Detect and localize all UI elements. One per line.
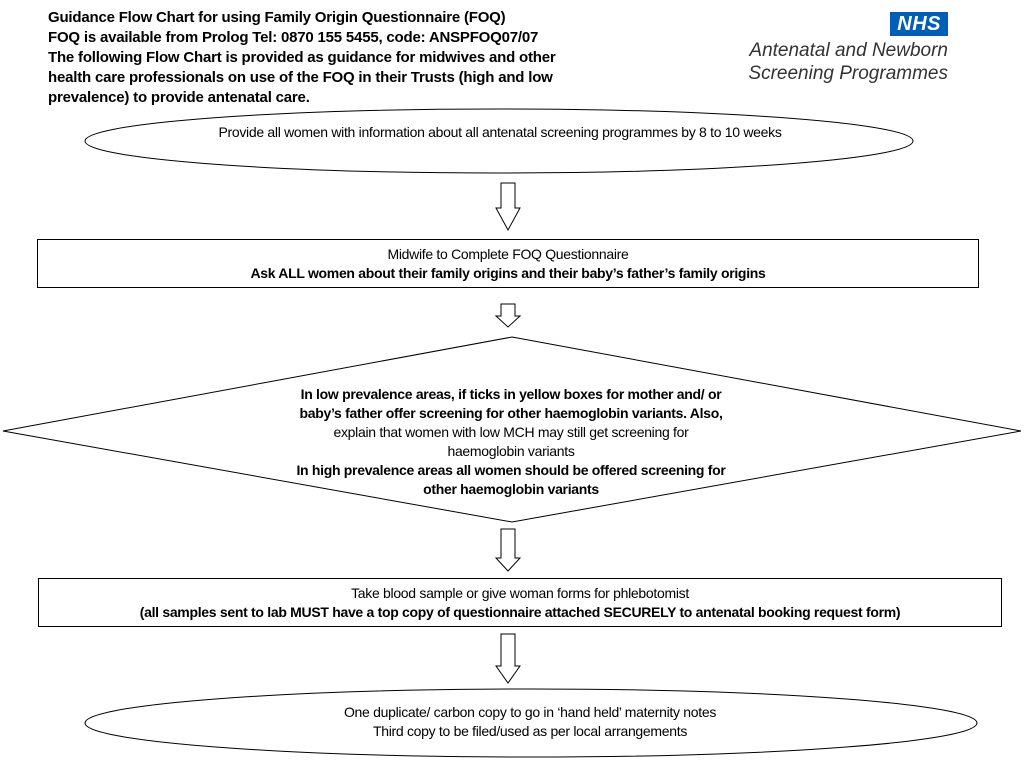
- step4-line2: (all samples sent to lab MUST have a top…: [139, 604, 901, 620]
- step3-line5: In high prevalence areas all women shoul…: [296, 462, 726, 478]
- guidance-header: Guidance Flow Chart for using Family Ori…: [48, 8, 668, 108]
- arrow-down-2: [494, 303, 522, 328]
- step3-text: In low prevalence areas, if ticks in yel…: [211, 385, 811, 499]
- step2-text: Midwife to Complete FOQ Questionnaire As…: [40, 245, 976, 283]
- step1-ellipse: [84, 108, 914, 174]
- header-description-line: prevalence) to provide antenatal care.: [48, 89, 310, 106]
- step2-box: [37, 239, 979, 288]
- step2-line2: Ask ALL women about their family origins…: [250, 265, 766, 281]
- step3-line4: haemoglobin variants: [447, 443, 575, 459]
- step4-line1: Take blood sample or give woman forms fo…: [351, 585, 689, 601]
- step3-line6: other haemoglobin variants: [423, 481, 599, 497]
- step5-line2: Third copy to be filed/used as per local…: [372, 723, 688, 739]
- step5-text: One duplicate/ carbon copy to go in ‘han…: [180, 703, 880, 741]
- step5-ellipse: [84, 688, 978, 758]
- logo-line-2: Screening Programmes: [748, 63, 948, 84]
- nhs-badge: NHS: [890, 12, 948, 36]
- step1-text: Provide all women with information about…: [100, 123, 900, 142]
- header-description-line: The following Flow Chart is provided as …: [48, 49, 556, 66]
- step1-label: Provide all women with information about…: [218, 124, 782, 140]
- logo-line-1: Antenatal and Newborn: [749, 40, 948, 61]
- step2-line1: Midwife to Complete FOQ Questionnaire: [387, 246, 629, 262]
- arrow-down-3: [494, 528, 522, 572]
- step3-line2: baby’s father offer screening for other …: [299, 405, 723, 421]
- arrow-down-1: [495, 182, 521, 232]
- step4-text: Take blood sample or give woman forms fo…: [40, 584, 1000, 622]
- step5-line1: One duplicate/ carbon copy to go in ‘han…: [343, 704, 717, 720]
- header-availability: FOQ is available from Prolog Tel: 0870 1…: [48, 29, 539, 46]
- header-title: Guidance Flow Chart for using Family Ori…: [48, 9, 506, 26]
- step4-box: [38, 578, 1002, 627]
- step3-line1: In low prevalence areas, if ticks in yel…: [300, 386, 722, 402]
- step3-line3: explain that women with low MCH may stil…: [333, 424, 689, 440]
- arrow-down-4: [495, 633, 521, 684]
- step3-diamond: [2, 336, 1022, 523]
- header-description-line: health care professionals on use of the …: [48, 69, 553, 86]
- nhs-logo: NHS Antenatal and Newborn Screening Prog…: [688, 12, 948, 87]
